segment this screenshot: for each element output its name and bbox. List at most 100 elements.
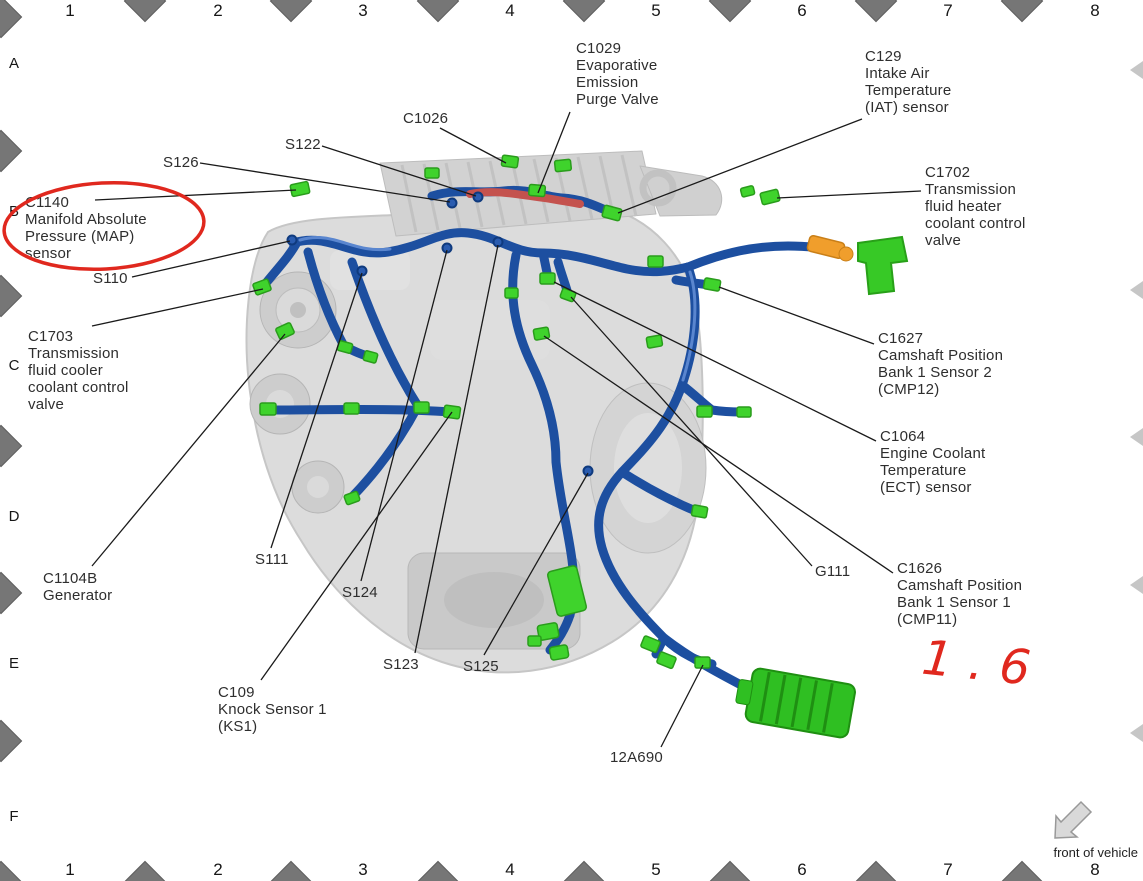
connectors (252, 154, 909, 670)
leader-line-s124 (360, 249, 448, 582)
grid-col-label: 5 (651, 1, 661, 20)
connector-c1140-target (289, 180, 311, 198)
callout-code: C109 (218, 684, 255, 701)
callout-s124: S124 (342, 584, 378, 601)
callout-desc: Transmission fluid cooler coolant contro… (28, 345, 129, 413)
callout-s126: S126 (163, 154, 199, 171)
leader-line-c1702 (776, 190, 922, 199)
callout-c1626: C1626 Camshaft Position Bank 1 Sensor 1 … (897, 560, 1022, 628)
callout-code: 12A690 (610, 749, 663, 766)
grid-col-label: 1 (65, 860, 75, 879)
callout-desc: Camshaft Position Bank 1 Sensor 2 (CMP12… (878, 347, 1004, 398)
grid-arrow-icon (1130, 61, 1143, 79)
leader-line-c1029 (537, 111, 571, 194)
callout-code: S126 (163, 154, 199, 171)
grid-arrow-icon (1130, 281, 1143, 299)
callout-s110: S110 (93, 270, 128, 287)
callout-c1702: C1702 Transmission fluid heater coolant … (925, 164, 1026, 249)
harness-red-section (466, 188, 584, 208)
leader-line-s122 (321, 145, 477, 197)
callout-c1104b: C1104B Generator (43, 570, 112, 604)
grid-row-label: D (8, 508, 20, 525)
grid-col-label: 8 (1090, 1, 1100, 20)
callout-code: G111 (815, 563, 851, 580)
grid-col-label: 3 (358, 1, 368, 20)
leader-line-c109 (260, 411, 453, 681)
connector-12a690-target (694, 656, 711, 669)
callout-code: C1029 (576, 40, 622, 57)
grid-col-label: 8 (1090, 860, 1100, 879)
callout-c1029: C1029 Evaporative Emission Purge Valve (576, 40, 659, 108)
callout-code: S111 (255, 551, 289, 568)
connector-c129-target (601, 204, 623, 222)
callout-s111: S111 (255, 551, 289, 568)
harness-highlight (298, 236, 697, 382)
leader-line-s123 (414, 244, 499, 654)
callout-s125: S125 (463, 658, 499, 675)
callout-s123: S123 (383, 656, 419, 673)
leader-line-c1104b (91, 333, 286, 567)
connector-c1703-target (252, 278, 272, 296)
leader-line-c1627 (718, 286, 875, 345)
connector-c1064-target (539, 272, 556, 285)
callout-c1627: C1627 Camshaft Position Bank 1 Sensor 2 … (878, 330, 1003, 398)
callout-desc: Manifold Absolute Pressure (MAP) sensor (25, 211, 147, 262)
grid-arrow-icon (1130, 724, 1143, 742)
leader-line-c1626 (543, 335, 894, 574)
connector-c1104b-target (275, 322, 295, 340)
leader-line-s111 (270, 272, 363, 549)
leader-lines (91, 111, 922, 748)
grid-col-label: 7 (943, 1, 953, 20)
callout-code: C1702 (925, 164, 971, 181)
callout-code: S124 (342, 584, 378, 601)
leader-line-c1703 (91, 288, 264, 327)
grid-col-label: 5 (651, 860, 661, 879)
leader-line-s125 (483, 472, 589, 656)
connector-c1702-target (759, 188, 781, 206)
grid-row-label: E (8, 655, 19, 672)
leader-line-12a690 (660, 664, 704, 748)
leader-line-c1026 (439, 127, 507, 164)
callout-code: S123 (383, 656, 419, 673)
leader-line-c1064 (553, 281, 877, 442)
grid-col-label: 2 (213, 1, 223, 20)
callout-code: C129 (865, 48, 902, 65)
callout-desc: Transmission fluid heater coolant contro… (925, 181, 1026, 249)
grid-col-label: 4 (505, 1, 515, 20)
grid-col-label: 7 (943, 860, 953, 879)
connector-c1029-target (528, 183, 547, 198)
callout-c1064: C1064 Engine Coolant Temperature (ECT) s… (880, 428, 985, 496)
grid-col-label: 6 (797, 860, 807, 879)
callout-c1140: C1140 Manifold Absolute Pressure (MAP) s… (25, 194, 147, 262)
callout-desc: Intake Air Temperature (IAT) sensor (865, 65, 952, 116)
callout-s122: S122 (285, 136, 321, 153)
grid-arrow-icon (1130, 428, 1143, 446)
callout-code: C1104B (43, 570, 98, 587)
callout-desc: Knock Sensor 1 (KS1) (218, 701, 327, 735)
grid-arrow-icon (1130, 576, 1143, 594)
callout-code: C1626 (897, 560, 943, 577)
front-of-vehicle-arrow-icon (1054, 800, 1093, 839)
callout-desc: Engine Coolant Temperature (ECT) sensor (880, 445, 986, 496)
connector-c1627-target (702, 277, 722, 292)
grid-col-label: 1 (65, 1, 75, 20)
leader-line-s126 (199, 162, 451, 203)
front-of-vehicle-label: front of vehicle (1053, 845, 1138, 860)
grid-row-label: F (9, 808, 19, 825)
connector-12a690-body (735, 667, 856, 739)
callout-code: S122 (285, 136, 321, 153)
callout-desc: Evaporative Emission Purge Valve (576, 57, 659, 108)
callout-code: C1140 (25, 194, 70, 211)
callout-desc: Generator (43, 587, 113, 604)
grid-col-label: 4 (505, 860, 515, 879)
splices (286, 191, 594, 477)
grid-row-label: C (8, 357, 20, 374)
grid-col-label: 6 (797, 1, 807, 20)
callout-code: C1703 (28, 328, 74, 345)
grid-col-label: 3 (358, 860, 368, 879)
orange-connector (806, 234, 854, 262)
callout-c129: C129 Intake Air Temperature (IAT) sensor (865, 48, 951, 116)
callout-code: S125 (463, 658, 499, 675)
